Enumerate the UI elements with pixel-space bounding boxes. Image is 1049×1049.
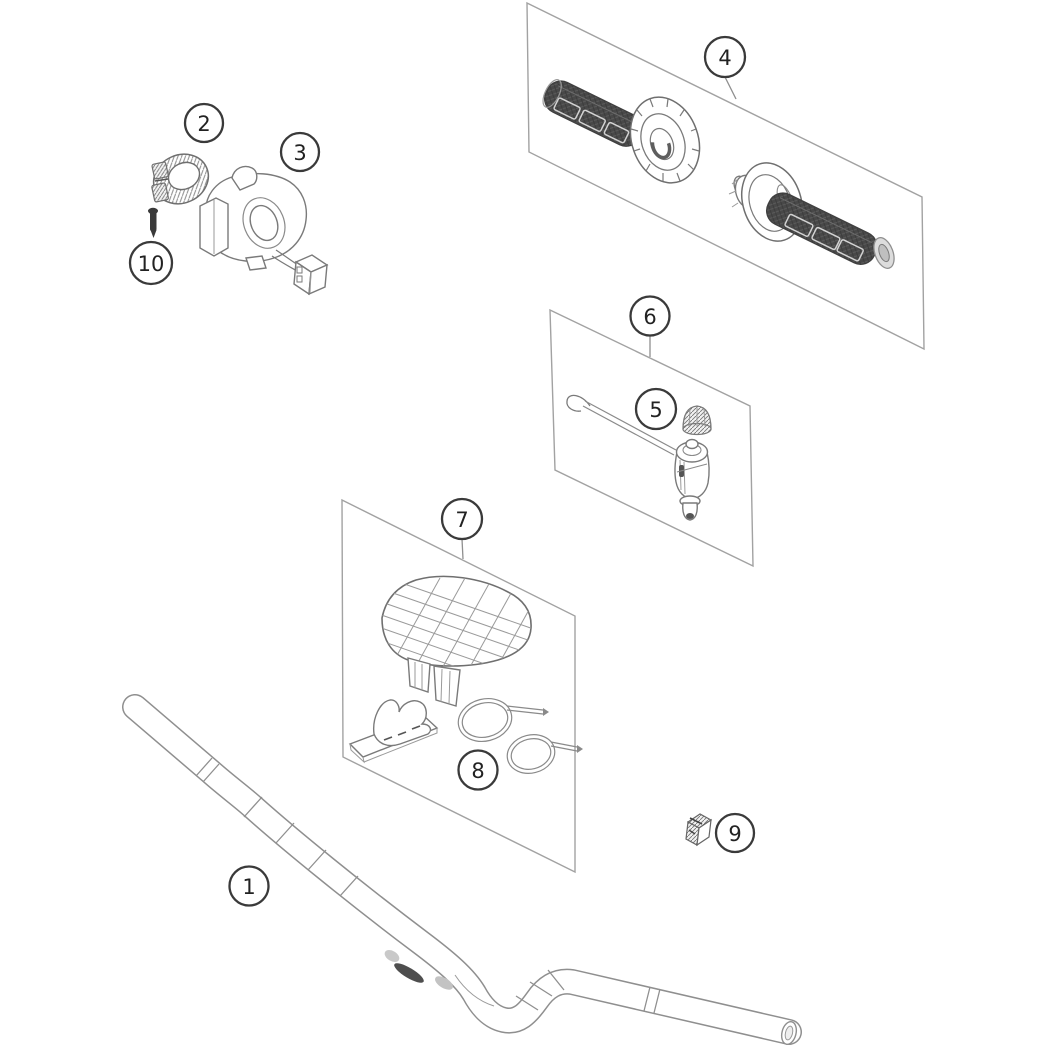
throttle-flange-left [629, 96, 701, 184]
part-screw [148, 207, 158, 238]
switch-connector [293, 254, 329, 296]
part-cable-tie-2 [506, 734, 583, 774]
part-handlebar [122, 694, 802, 1045]
callout-4[interactable]: 4 [703, 35, 747, 79]
handlebar-segment-marks [195, 757, 661, 1014]
callout-8[interactable]: 8 [457, 749, 499, 791]
callout-2[interactable]: 2 [183, 102, 225, 144]
box-part7-frame [341, 498, 576, 874]
callout-1-label: 1 [242, 875, 255, 899]
callout-7[interactable]: 7 [440, 497, 484, 541]
callout-3[interactable]: 3 [279, 131, 321, 173]
part-pad-bracket [348, 699, 439, 764]
part-cable-tie-1 [457, 698, 549, 742]
part-dome-nut [682, 405, 712, 436]
callout-5-label: 5 [649, 398, 662, 422]
callout-10-label: 10 [138, 252, 165, 276]
callout-6-label: 6 [643, 305, 656, 329]
callout-9[interactable]: 9 [714, 812, 756, 854]
clamp-bolt-lug-bottom [151, 182, 169, 203]
handlebar-brand-mark [394, 963, 424, 983]
callout-3-label: 3 [293, 141, 306, 165]
callout-1[interactable]: 1 [228, 865, 270, 907]
cable-adjuster-body [674, 438, 710, 521]
part-grip-right [728, 162, 895, 269]
callout-4-label: 4 [718, 46, 731, 70]
pad-leg-left [407, 657, 431, 693]
part-throttle-cable [566, 394, 710, 521]
clamp-bolt-lug-top [151, 161, 169, 180]
box-part6-frame [549, 308, 754, 568]
part-handlebar-pad [381, 575, 532, 707]
switch-lever [231, 165, 258, 191]
part-switch-assembly [199, 165, 329, 296]
callout-6[interactable]: 6 [629, 295, 671, 337]
callout-7-label: 7 [455, 508, 468, 532]
part-grip-left [542, 79, 701, 184]
callout-10[interactable]: 10 [128, 240, 174, 286]
part-clamp-ring [151, 153, 210, 205]
callout-8-label: 8 [471, 759, 484, 783]
box-part4-frame [526, 1, 925, 351]
callout-9-label: 9 [728, 822, 741, 846]
cable-hook-end [566, 394, 591, 412]
pad-leg-center [433, 665, 461, 707]
callout-5[interactable]: 5 [634, 387, 678, 431]
leader-line-7 [461, 538, 464, 560]
switch-bore-hole [249, 204, 279, 242]
callout-2-label: 2 [197, 112, 210, 136]
leader-line-4 [724, 76, 737, 100]
part-clip [685, 813, 713, 847]
